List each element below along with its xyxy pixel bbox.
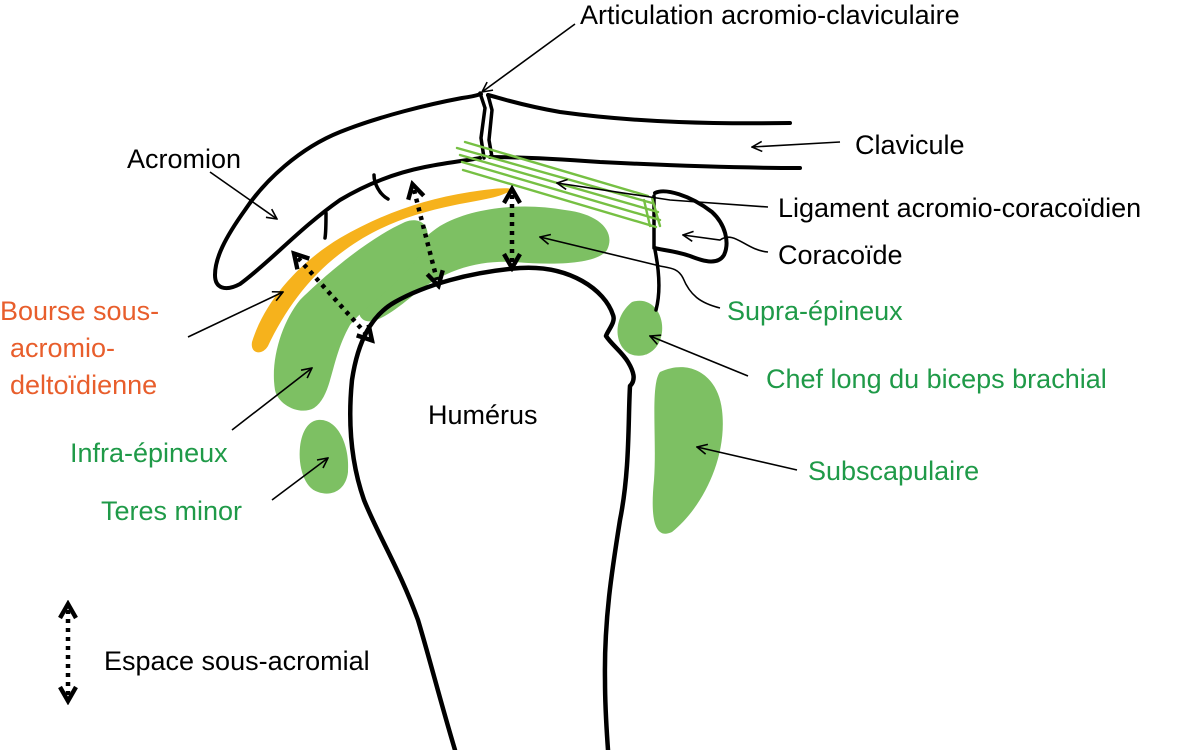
label-biceps: Chef long du biceps brachial (766, 364, 1107, 394)
arrow-bourse (187, 292, 283, 338)
label-bourse-3: deltoïdienne (10, 370, 157, 400)
arrow-teres (271, 458, 328, 501)
acromion-detail-2 (323, 211, 328, 240)
arrow-biceps (650, 336, 749, 377)
label-supra: Supra-épineux (727, 296, 903, 326)
label-bourse-2: acromio- (10, 333, 115, 363)
label-ligament: Ligament acromio-coracoïdien (778, 193, 1141, 223)
arrow-ligament (557, 183, 769, 208)
arrow-acromion (209, 171, 277, 219)
humerus (347, 265, 636, 750)
arrow-supra (540, 237, 721, 309)
acromion (213, 92, 483, 291)
arrow-infra (231, 368, 312, 431)
subacromial-space-arrows (68, 190, 512, 695)
label-subscap: Subscapulaire (808, 456, 979, 486)
arrow-subscap (697, 447, 798, 471)
label-bourse-1: Bourse sous- (0, 296, 159, 326)
label-clavicule: Clavicule (855, 130, 965, 160)
coracoid (653, 189, 729, 264)
label-coracoide: Coracoïde (778, 240, 903, 270)
arrow-clavicule (752, 142, 841, 147)
label-infra: Infra-épineux (70, 438, 228, 468)
space-arrow-middle (414, 190, 437, 280)
acromion-detail-1 (372, 173, 390, 201)
label-legend: Espace sous-acromial (104, 646, 370, 676)
label-acromion: Acromion (127, 144, 241, 174)
label-humerus: Humérus (428, 400, 538, 430)
label-articulation: Articulation acromio-claviculaire (580, 0, 960, 30)
teres-minor-muscle (299, 419, 349, 494)
leader-arrows (187, 23, 841, 501)
clavicle (486, 93, 802, 170)
subscapulaire-muscle (652, 367, 723, 534)
arrow-coracoide (683, 235, 769, 253)
label-teres: Teres minor (101, 496, 242, 526)
arrow-articulation (482, 23, 576, 92)
